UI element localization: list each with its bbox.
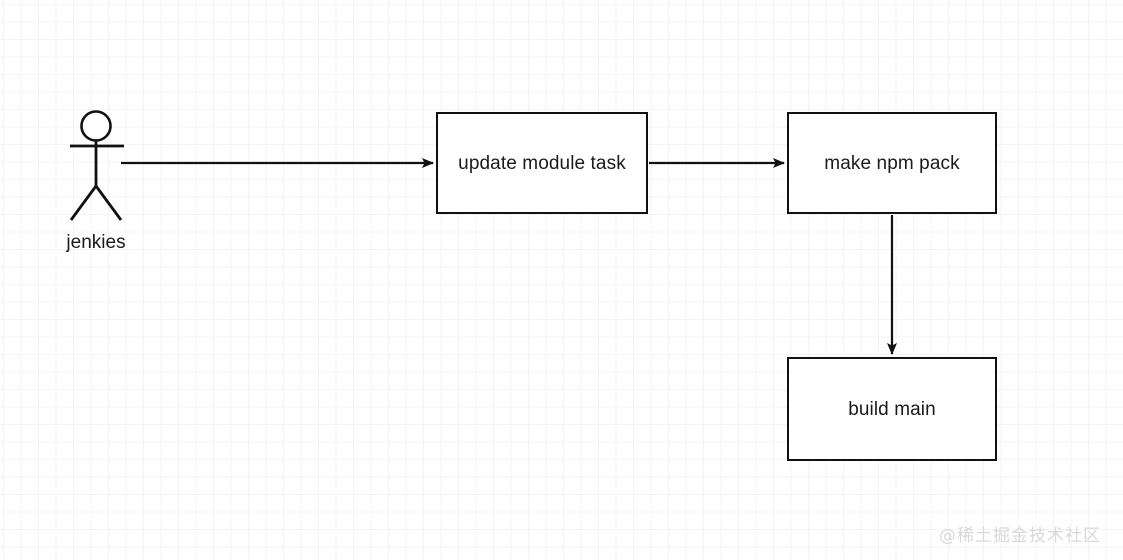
actor-label-jenkies: jenkies bbox=[66, 232, 126, 253]
actor-head-icon bbox=[80, 110, 112, 142]
node-label-make-npm-pack: make npm pack bbox=[824, 152, 960, 174]
node-label-update-module-task: update module task bbox=[458, 152, 626, 174]
actor-left-leg-line bbox=[69, 185, 98, 221]
node-make-npm-pack[interactable]: make npm pack bbox=[787, 112, 997, 214]
actor-right-leg-line bbox=[94, 185, 123, 221]
node-build-main[interactable]: build main bbox=[787, 357, 997, 461]
watermark-text: @稀土掘金技术社区 bbox=[939, 526, 1101, 546]
node-label-build-main: build main bbox=[848, 398, 936, 420]
actor-stick-figure[interactable] bbox=[69, 110, 124, 221]
node-update-module-task[interactable]: update module task bbox=[436, 112, 648, 214]
